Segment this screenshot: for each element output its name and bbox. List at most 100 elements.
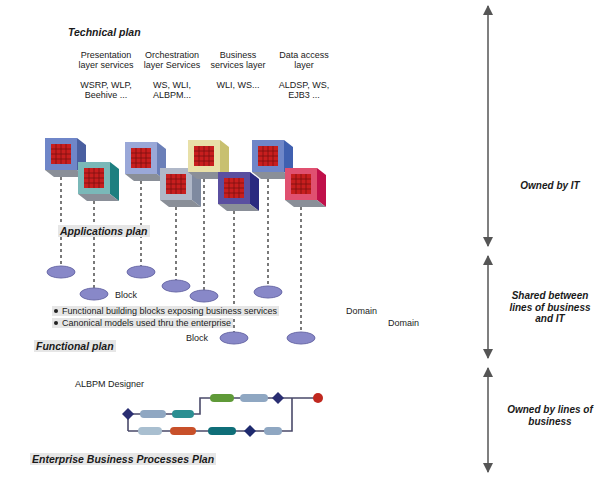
cube-grid: [194, 146, 214, 166]
cube-face: [160, 168, 192, 200]
cube-face: [45, 138, 77, 170]
functional-plane: Functional planFunctional building block…: [24, 256, 474, 360]
shape-fill: [180, 330, 315, 347]
flow-step: [240, 394, 268, 402]
cube-base: [125, 174, 166, 181]
grid-line: [181, 174, 182, 194]
ownership-label: Shared between lines of business and IT: [500, 290, 600, 325]
technology-list: WSRP, WLP, Beehive ...: [74, 80, 138, 101]
plane-title: Domain: [346, 306, 377, 316]
cube-grid: [51, 144, 71, 164]
cube-face: [78, 162, 110, 194]
cube-grid: [224, 178, 244, 198]
flow-step: [140, 410, 166, 418]
flow-wire: [128, 398, 292, 431]
shape-fill: [49, 367, 475, 372]
process-flow: [122, 392, 323, 437]
cube-grid: [258, 146, 278, 166]
technology-list: WS, WLI, ALBPM...: [140, 80, 204, 101]
flow-step: [208, 427, 236, 435]
service-ellipse: [287, 332, 315, 344]
building-block: Block: [180, 330, 315, 347]
service-ellipse: [47, 266, 75, 278]
cube-grid: [84, 168, 104, 188]
grid-line: [194, 161, 214, 162]
domain-band: Domain: [325, 262, 400, 348]
service-ellipses: [47, 266, 315, 344]
flow-gateway: [272, 392, 284, 404]
grid-line: [239, 178, 240, 198]
cube-face: [188, 140, 220, 172]
applications-plane: Applications plan: [28, 126, 478, 246]
grid-line: [51, 159, 71, 160]
cube-base: [218, 204, 259, 211]
technology-list: WLI, WS...: [206, 80, 270, 90]
shape-fill: [57, 126, 478, 131]
grid-line: [84, 183, 104, 184]
plane-title: Domain: [388, 318, 419, 328]
application-cube: [125, 142, 166, 181]
service-ellipse: [162, 280, 190, 292]
grid-line: [146, 148, 147, 168]
mapping-line: [140, 181, 141, 266]
cube-face: [285, 168, 317, 200]
service-ellipse: [254, 286, 282, 298]
shape-fill: [28, 126, 478, 246]
mapping-line: [175, 207, 176, 280]
grid-line: [291, 189, 311, 190]
application-cube: [78, 162, 119, 201]
flow-step: [172, 410, 194, 418]
grid-line: [291, 184, 311, 185]
grid-line: [131, 158, 151, 159]
mapping-line: [300, 207, 301, 332]
layer-name: Orchestration layer Services: [140, 50, 204, 71]
application-cubes: [45, 138, 326, 211]
grid-line: [224, 193, 244, 194]
flow-gateway: [244, 425, 256, 437]
shape-fill: [53, 256, 474, 261]
cube-base: [160, 200, 201, 207]
node-text: ALBPM Designer: [75, 379, 144, 389]
plane-title: Applications plan: [58, 225, 150, 237]
service-ellipse: [220, 332, 248, 344]
shape-fill: [24, 256, 474, 360]
cube-grid: [291, 174, 311, 194]
application-cube: [218, 172, 259, 211]
cube-grid: [131, 148, 151, 168]
node-text: Functional building blocks exposing busi…: [52, 306, 279, 316]
ownership-arrow: [487, 6, 489, 246]
grid-line: [66, 144, 67, 164]
building-block: Block: [95, 287, 235, 303]
cube-base: [78, 194, 119, 201]
grid-line: [224, 188, 244, 189]
shape-fill: [20, 367, 475, 471]
grid-line: [99, 168, 100, 188]
grid-line: [166, 189, 186, 190]
grid-line: [258, 156, 278, 157]
layer-name: Presentation layer services: [74, 50, 138, 71]
mapping-line: [203, 179, 204, 290]
grid-line: [131, 163, 151, 164]
ownership-arrow: [487, 368, 489, 472]
application-cube: [285, 168, 326, 207]
grid-line: [51, 154, 71, 155]
shape-fill: [325, 262, 400, 348]
grid-line: [258, 161, 278, 162]
cube-grid: [166, 174, 186, 194]
mapping-line: [93, 201, 94, 288]
service-ellipse: [80, 288, 108, 300]
cube-face: [252, 140, 284, 172]
plane-title: Technical plan: [68, 26, 141, 38]
grid-line: [306, 174, 307, 194]
shape-fill: [95, 287, 235, 303]
ownership-arrow: [487, 256, 489, 358]
layer-name: Data access layer: [272, 50, 336, 71]
flow-step: [264, 427, 282, 435]
grid-line: [209, 146, 210, 166]
layer-name: Business services layer: [206, 50, 270, 71]
mapping-line: [267, 179, 268, 286]
service-ellipse: [127, 266, 155, 278]
flow-step: [210, 394, 234, 402]
ownership-arrows: [487, 6, 489, 472]
flow-end: [313, 393, 323, 403]
